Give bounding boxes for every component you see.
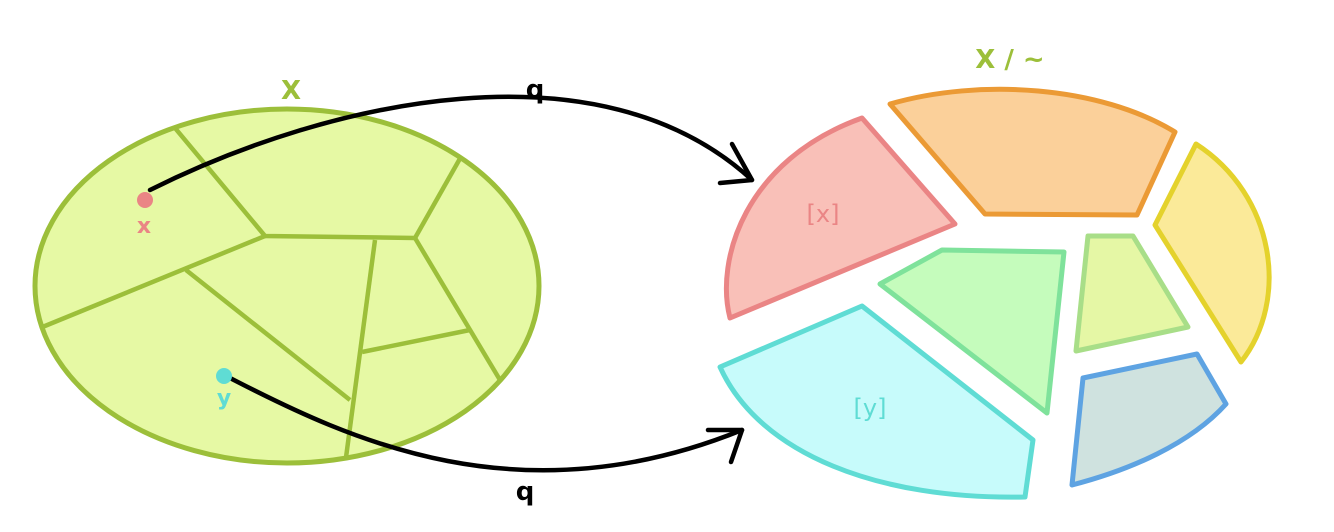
partition-line [184,268,352,402]
equivalence-class-lightgreen [1073,233,1191,354]
equivalence-class-green [877,247,1067,416]
equivalence-class-orange [887,86,1178,218]
class-y-label: [y] [854,394,887,422]
arrow-q-top [147,94,755,193]
partition-line [342,239,378,463]
point-y-dot [216,368,232,384]
partition-line [39,233,266,331]
arrow-q-top-head [717,141,755,186]
map-q-bottom-label: q [516,477,535,507]
equivalence-class-yellow [1152,141,1272,365]
space-x-label: X [281,76,301,106]
class-x-label: [x] [807,200,840,228]
partition-line [413,236,502,382]
equivalence-class-y [717,303,1036,500]
partition-line [361,327,471,355]
equivalence-class-x [723,115,958,321]
space-x-ellipse [32,106,542,466]
quotient-space [717,86,1272,500]
quotient-map-arrows [147,94,755,473]
map-q-top-label: q [526,75,545,105]
point-y-label: y [217,386,231,411]
quotient-space-label: X / ~ [975,45,1044,75]
partition-line [413,153,464,240]
point-x-label: x [137,214,151,239]
equivalence-class-blue [1069,351,1229,488]
arrow-q-bottom-head [705,427,745,465]
arrow-q-bottom [227,375,745,473]
point-x-dot [137,192,153,208]
space-x [32,106,542,466]
partition-lines [39,120,502,463]
